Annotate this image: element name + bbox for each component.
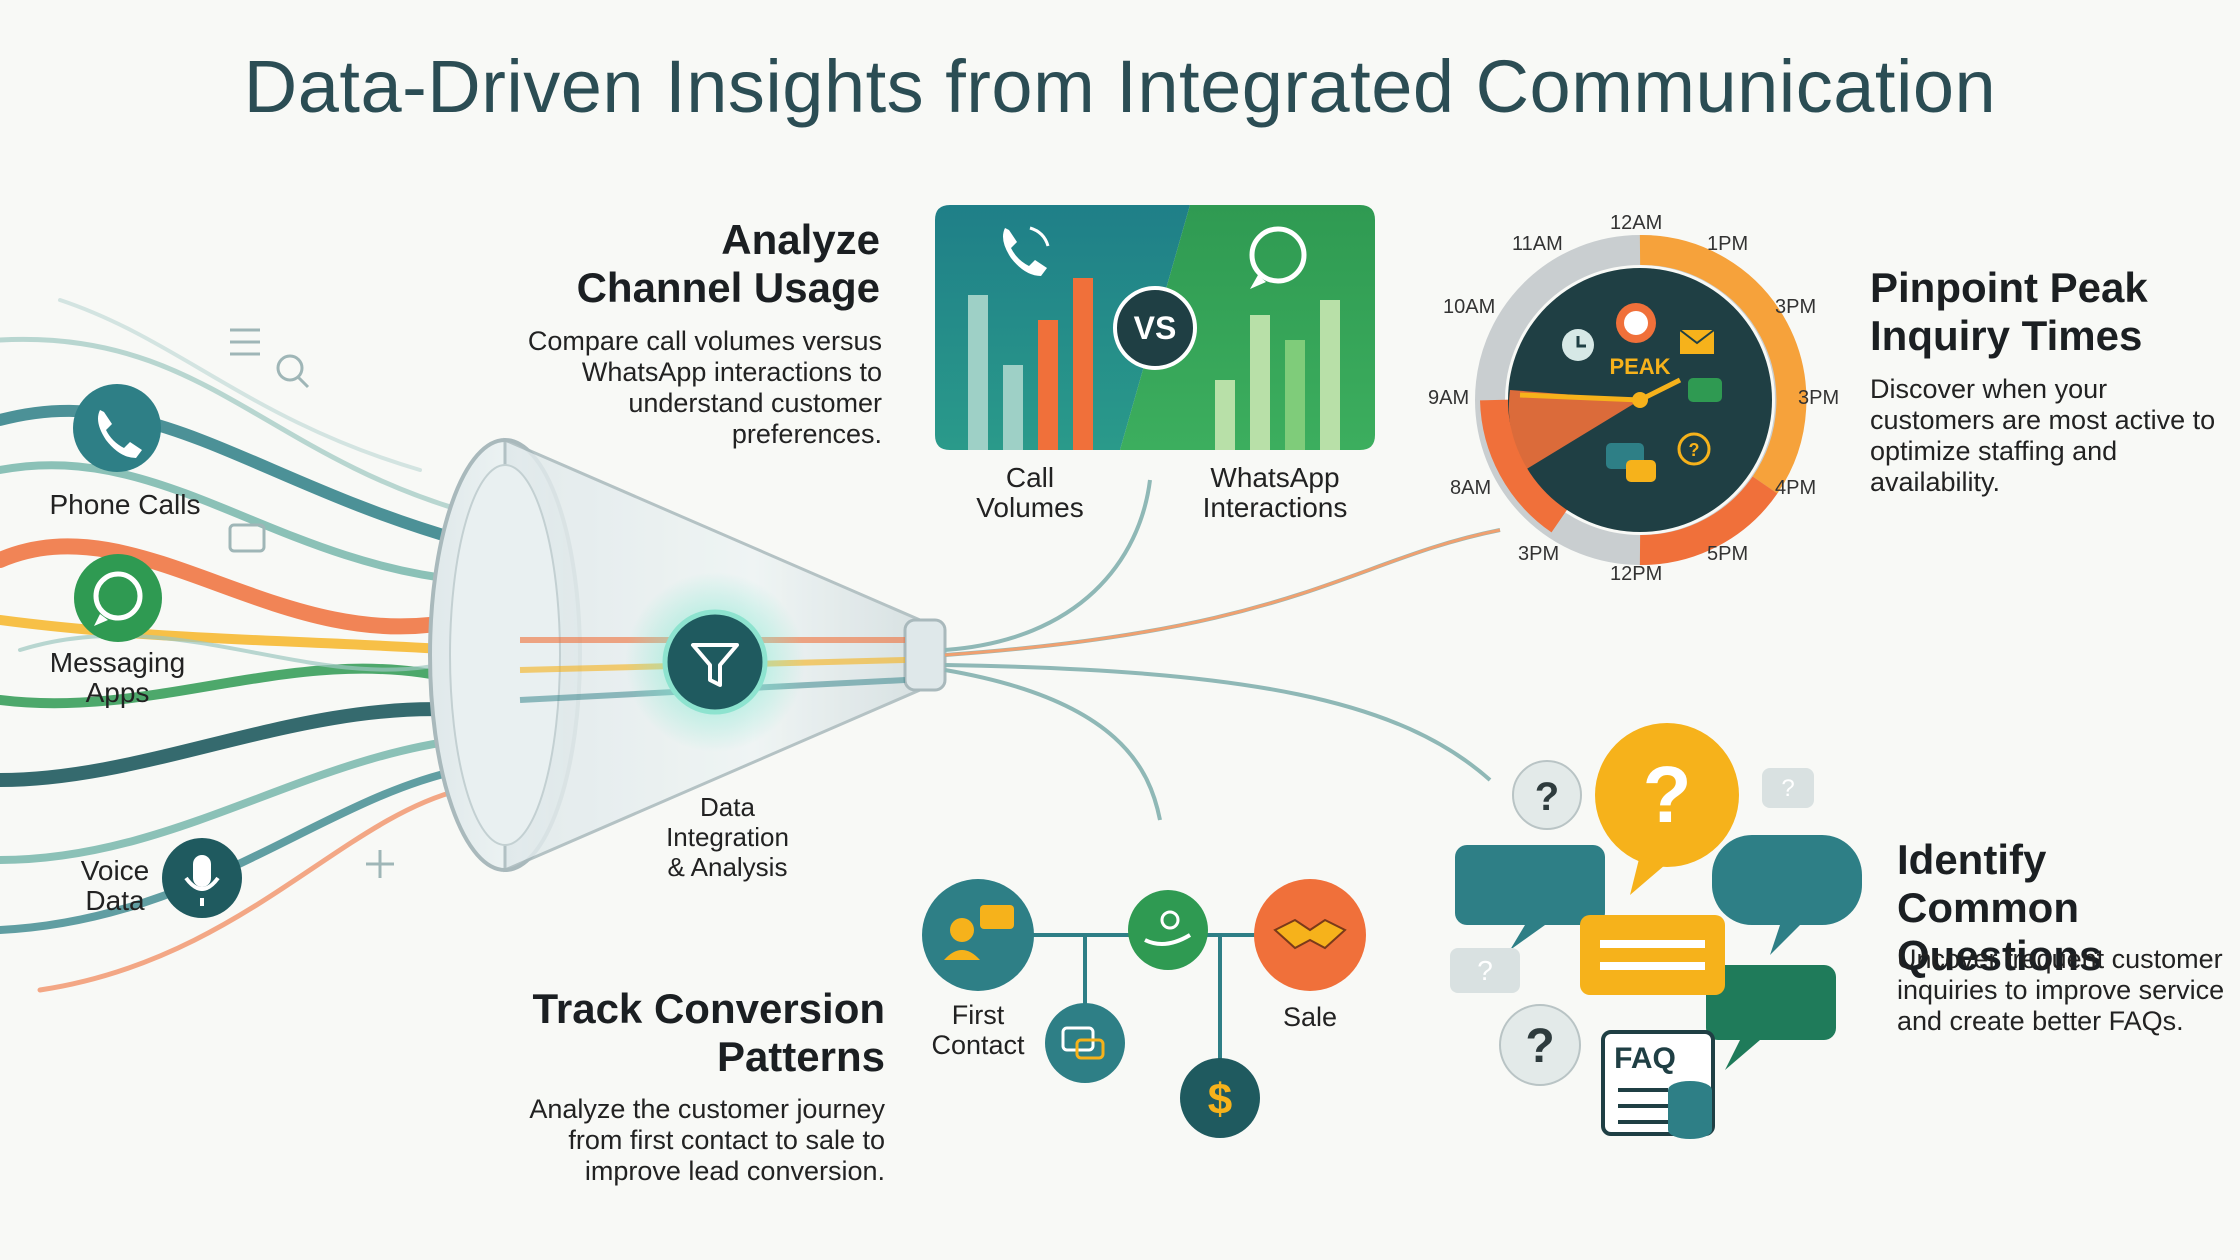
clock-label: 3PM — [1775, 296, 1817, 318]
faq-document-icon — [1601, 1030, 1715, 1139]
phone-calls-label: Phone Calls — [49, 489, 201, 520]
conversion-desc: Analyze the customer journey from first … — [529, 1094, 885, 1186]
mail-icon — [1679, 329, 1715, 354]
channel-comparison-panel — [935, 205, 1375, 450]
sale-label: Sale — [1282, 1002, 1338, 1032]
svg-text:?: ? — [1781, 775, 1794, 802]
phone-icon — [1003, 226, 1050, 276]
peak-times-title: Pinpoint Peak Inquiry Times — [1870, 264, 2148, 359]
question-icon: ? — [1677, 432, 1711, 466]
funnel-label: Data Integration & Analysis — [666, 792, 789, 882]
whatsapp-icon — [1249, 226, 1307, 289]
dollar-icon: $ — [1180, 1058, 1260, 1138]
messaging-apps-label: Messaging Apps — [49, 647, 186, 708]
clock-label: 3PM — [1518, 543, 1560, 565]
peak-center-label: PEAK — [1609, 354, 1671, 379]
handshake-icon — [1254, 879, 1366, 991]
small-clock-icon — [1562, 329, 1594, 361]
clock-label: 5PM — [1707, 543, 1749, 565]
clock-label: 10AM — [1443, 296, 1496, 318]
whatsapp-interactions-label: WhatsApp Interactions — [1202, 462, 1348, 523]
whatsapp-interaction-bars — [1215, 300, 1340, 450]
output-lines — [944, 479, 1501, 821]
questions-desc: Uncover frequent customer inquiries to i… — [1897, 944, 2225, 1036]
funnel-icon — [428, 437, 947, 873]
microphone-source-icon — [162, 838, 242, 918]
questions-title: Identify Common Questions — [1897, 836, 2103, 979]
clock-label: 1PM — [1707, 233, 1749, 255]
conversion-journey: $ — [922, 879, 1366, 1138]
svg-text:$: $ — [1208, 1075, 1232, 1124]
svg-text:?: ? — [1535, 775, 1559, 819]
call-volume-bars — [968, 278, 1093, 450]
peak-time-clock: ? — [1475, 234, 1807, 566]
peak-times-desc: Discover when your customers are most ac… — [1870, 374, 2216, 497]
vs-badge — [1113, 286, 1197, 370]
chat-icon — [1606, 378, 1722, 482]
page-title: Data-Driven Insights from Integrated Com… — [243, 45, 1997, 128]
first-contact-label: First Contact — [931, 1000, 1025, 1060]
alarm-clock-icon — [1616, 303, 1656, 343]
vs-text: VS — [1133, 310, 1177, 346]
person-chat-icon — [922, 879, 1034, 991]
svg-text:?: ? — [1689, 440, 1700, 460]
clock-label: 9AM — [1428, 387, 1470, 409]
chat-bubble-icon — [1045, 1003, 1125, 1083]
big-question-mark-icon: ? — [1643, 750, 1692, 839]
hand-coin-icon — [1128, 890, 1208, 970]
call-volumes-label: Call Volumes — [976, 462, 1084, 523]
clock-label: 12PM — [1610, 563, 1663, 585]
channel-usage-desc: Compare call volumes versus WhatsApp int… — [527, 326, 882, 449]
voice-data-label: Voice Data — [80, 855, 150, 916]
phone-source-icon — [73, 384, 161, 472]
svg-text:?: ? — [1525, 1020, 1554, 1073]
clock-label: 3PM — [1798, 387, 1840, 409]
decorative-glyphs — [228, 328, 394, 878]
faq-label: FAQ — [1614, 1042, 1676, 1075]
data-streams — [0, 298, 468, 993]
svg-text:?: ? — [1477, 955, 1493, 986]
clock-label: 8AM — [1450, 477, 1492, 499]
clock-label: 4PM — [1775, 477, 1817, 499]
clock-label: 12AM — [1610, 212, 1663, 234]
conversion-title: Track Conversion Patterns — [532, 985, 885, 1080]
channel-usage-title: Analyze Channel Usage — [576, 216, 880, 311]
peak-connector — [944, 528, 1501, 657]
messaging-source-icon — [74, 554, 162, 642]
questions-cluster: ? ? ? ? ? — [1450, 723, 1862, 1139]
clock-label: 11AM — [1512, 233, 1563, 255]
